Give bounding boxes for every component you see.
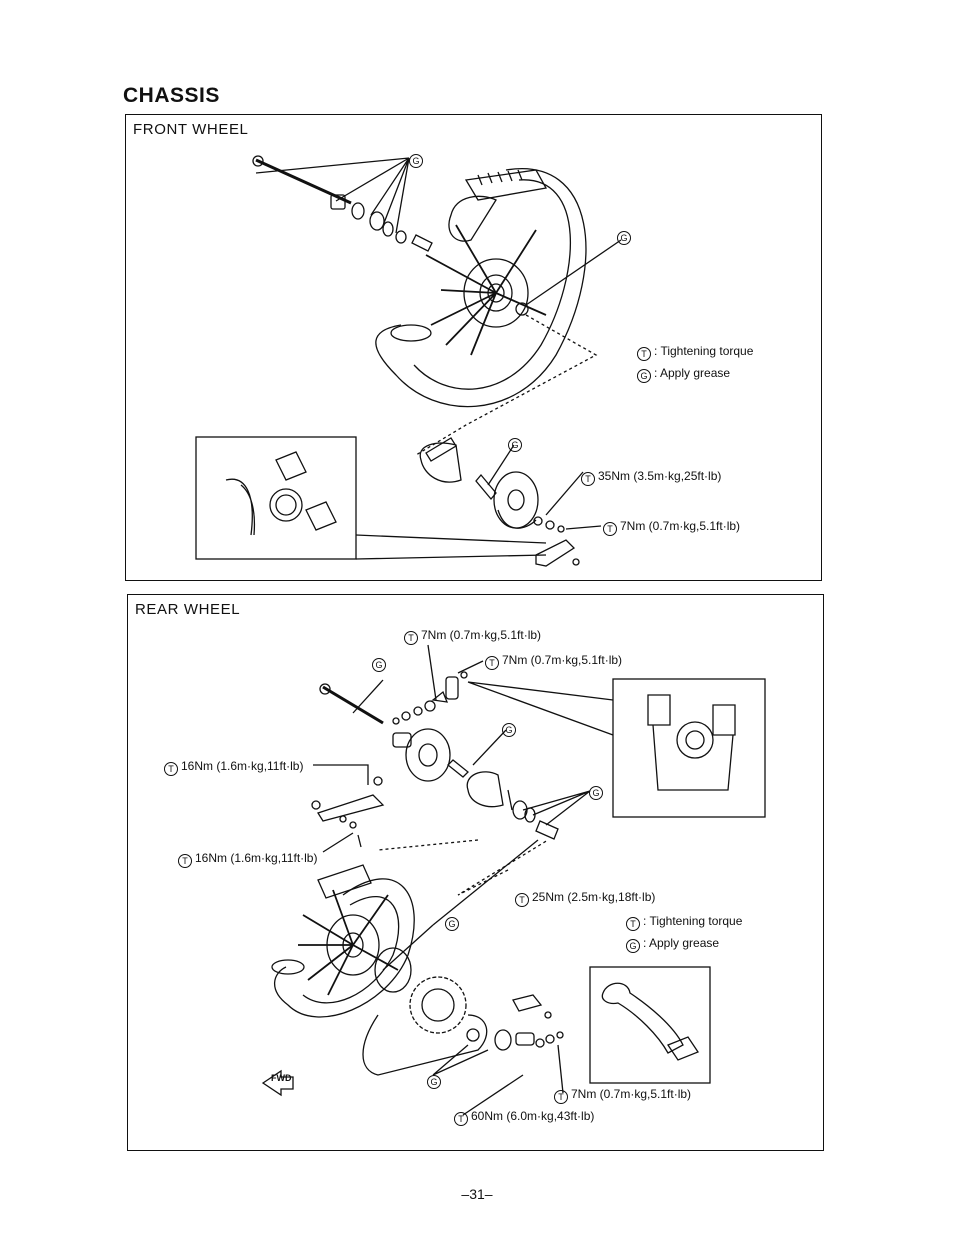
- grease-symbol-icon: G: [372, 658, 386, 672]
- torque-symbol-icon: T: [164, 762, 178, 776]
- legend-grease: G: Apply grease: [637, 366, 730, 383]
- grease-symbol-icon: G: [508, 438, 522, 452]
- grease-symbol-icon: G: [637, 369, 651, 383]
- page-number: –31–: [461, 1186, 493, 1202]
- grease-symbol-icon: G: [626, 939, 640, 953]
- torque-symbol-icon: T: [603, 522, 617, 536]
- grease-symbol-icon: G: [409, 154, 423, 168]
- grease-symbol-icon: G: [427, 1075, 441, 1089]
- legend-torque: T: Tightening torque: [637, 344, 753, 361]
- rear-wheel-title: REAR WHEEL: [135, 601, 241, 618]
- torque-symbol-icon: T: [178, 854, 192, 868]
- torque-symbol-icon: T: [515, 893, 529, 907]
- fwd-label: FWD: [271, 1073, 292, 1083]
- rear-wheel-panel: REAR WHEEL: [127, 594, 824, 1151]
- torque-symbol-icon: T: [554, 1090, 568, 1104]
- legend-torque: T: Tightening torque: [626, 914, 742, 931]
- torque-symbol-icon: T: [454, 1112, 468, 1126]
- grease-symbol-icon: G: [502, 723, 516, 737]
- torque-symbol-icon: T: [485, 656, 499, 670]
- grease-symbol-icon: G: [589, 786, 603, 800]
- front-wheel-title: FRONT WHEEL: [133, 121, 249, 138]
- front-wheel-panel: FRONT WHEEL: [125, 114, 822, 581]
- section-heading: CHASSIS: [123, 84, 220, 107]
- rear-wheel-diagram: [261, 644, 766, 1116]
- torque-symbol-icon: T: [581, 472, 595, 486]
- torque-symbol-icon: T: [404, 631, 418, 645]
- torque-symbol-icon: T: [626, 917, 640, 931]
- front-wheel-diagram: [195, 155, 622, 567]
- torque-symbol-icon: T: [637, 347, 651, 361]
- grease-symbol-icon: G: [617, 231, 631, 245]
- grease-symbol-icon: G: [445, 917, 459, 931]
- legend-grease: G: Apply grease: [626, 936, 719, 953]
